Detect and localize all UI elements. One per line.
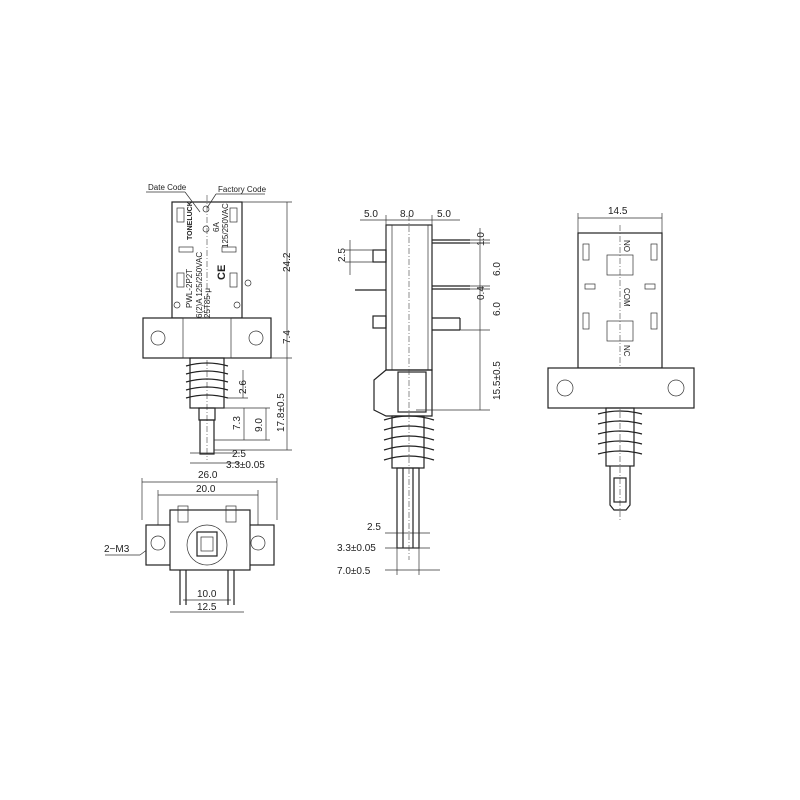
dim-r5: 15.5±0.5 xyxy=(492,361,503,400)
dim-tip: 2.5 xyxy=(232,449,246,460)
dim-r2: 6.0 xyxy=(492,262,503,276)
dim-left: 2.5 xyxy=(337,248,348,262)
factory-code-label: Factory Code xyxy=(218,185,267,194)
dim-thread: 2−M3 xyxy=(104,544,130,555)
label-nc: NC xyxy=(622,345,631,357)
front-view: TONELUCK PWL-2P2T 6(2)A 125/250VAC 25T85… xyxy=(142,183,293,471)
model-label: PWL-2P2T xyxy=(185,269,194,308)
dim-holes: 20.0 xyxy=(196,484,216,495)
dim-width: 26.0 xyxy=(198,470,218,481)
label-no: NO xyxy=(622,240,631,252)
dim-pin-inner: 10.0 xyxy=(197,589,217,600)
rating-4: 125/250VAC xyxy=(221,203,230,248)
dim-9-0: 9.0 xyxy=(254,418,265,432)
dim-side-shaft: 3.3±0.05 xyxy=(337,543,376,554)
dim-plunger: 17.8±0.5 xyxy=(276,393,287,432)
rating-3: 6A xyxy=(212,222,221,232)
dim-rear-width: 14.5 xyxy=(608,206,628,217)
rating-2: 25T85-μ xyxy=(203,288,212,318)
rating-1: 6(2)A 125/250VAC xyxy=(195,252,204,318)
brand-label: TONELUCK xyxy=(187,201,194,240)
dim-stroke: 2.6 xyxy=(238,380,249,394)
dim-top-b: 8.0 xyxy=(400,209,414,220)
bottom-view: 26.0 20.0 2−M3 10.0 12.5 xyxy=(104,470,278,613)
dim-flange: 7.4 xyxy=(282,330,293,344)
label-com: COM xyxy=(622,288,631,307)
dim-top-c: 5.0 xyxy=(437,209,451,220)
dim-pin-outer: 12.5 xyxy=(197,602,217,613)
dim-r1: 1.0 xyxy=(476,232,487,246)
mounting-flange xyxy=(142,317,272,359)
rear-view: 14.5 NO COM NC xyxy=(547,206,695,520)
dim-height: 24.2 xyxy=(282,252,293,272)
dim-side-outer: 7.0±0.5 xyxy=(337,566,371,577)
dim-r4: 6.0 xyxy=(492,302,503,316)
ce-mark: CE xyxy=(216,265,228,280)
dim-side-tip: 2.5 xyxy=(367,522,381,533)
date-code-label: Date Code xyxy=(148,183,187,192)
dim-top-a: 5.0 xyxy=(364,209,378,220)
dim-7-3: 7.3 xyxy=(232,416,243,430)
dim-r3: 0.4 xyxy=(476,286,487,300)
side-view: 5.0 8.0 5.0 2.5 1.0 6.0 0.4 6.0 15.5±0.5… xyxy=(337,209,503,577)
dim-shaft: 3.3±0.05 xyxy=(226,460,265,471)
